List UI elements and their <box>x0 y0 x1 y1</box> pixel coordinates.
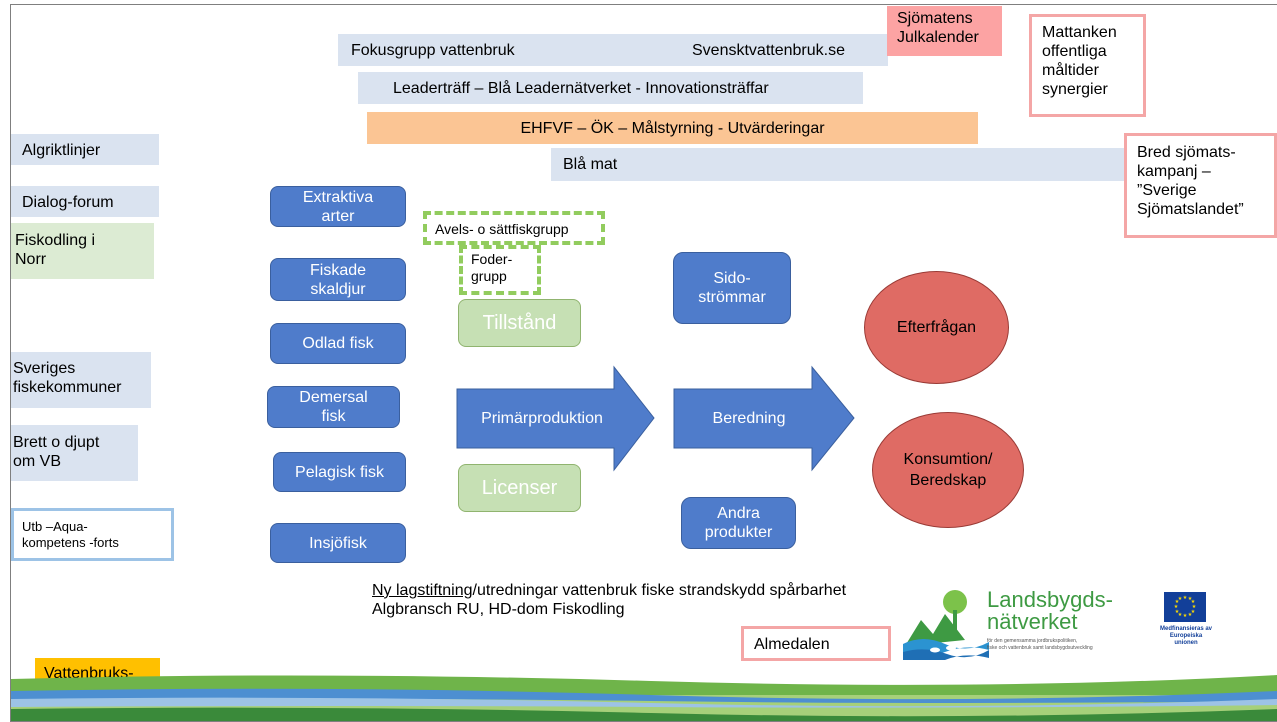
licenser-box: Licenser <box>458 464 581 512</box>
svg-text:★: ★ <box>1188 596 1193 602</box>
ehfvf-box: EHFVF – ÖK – Målstyrning - Utvärderingar <box>367 112 978 144</box>
svg-text:★: ★ <box>1178 596 1183 602</box>
fodergrupp-box: Foder- grupp <box>459 245 541 295</box>
lbn-subtitle: för den gemensamma jordbrukspolitiken, f… <box>987 638 1093 651</box>
eu-logo: ★★★ ★★★ ★★★ ★★★ Medfinansieras av Europe… <box>1159 592 1249 662</box>
almedalen-label: Almedalen <box>754 636 830 653</box>
insjofisk-box: Insjöfisk <box>270 523 406 563</box>
lagstiftning-rest: /utredningar vattenbruk fiske strandskyd… <box>472 582 847 599</box>
avels-sattfiskgrupp-label: Avels- o sättfiskgrupp <box>435 221 569 237</box>
svg-text:★: ★ <box>1175 609 1180 615</box>
utb-aquakompetens-box: Utb –Aqua- kompetens -forts <box>11 508 174 561</box>
tillstand-box: Tillstånd <box>458 299 581 347</box>
flow-arrows <box>456 365 855 472</box>
brett-djupt-box: Brett o djupt om VB <box>11 425 138 481</box>
ehfvf-label: EHFVF – ÖK – Målstyrning - Utvärderingar <box>520 120 825 137</box>
svg-text:★: ★ <box>1192 604 1197 610</box>
fiskodling-norr-box: Fiskodling i Norr <box>11 223 154 279</box>
svg-text:★: ★ <box>1191 599 1196 605</box>
landsbygdsnatverket-emblem-icon <box>903 590 989 660</box>
slide: Fokusgrupp vattenbruk Svensktvattenbruk.… <box>10 4 1277 722</box>
bla-mat-label: Blå mat <box>563 156 618 173</box>
extraktiva-arter-box: Extraktiva arter <box>270 186 406 227</box>
sjomatens-julkalender: Sjömatens Julkalender <box>887 6 1002 56</box>
fokusgrupp-label: Fokusgrupp vattenbruk <box>351 42 515 59</box>
leader-label: Leaderträff – Blå Leadernätverket - Inno… <box>393 80 769 97</box>
ny-lagstiftning-link[interactable]: Ny lagstiftning <box>372 582 473 599</box>
primarproduktion-arrow <box>456 365 655 472</box>
eu-caption: Medfinansieras av Europeiska unionen <box>1159 626 1213 646</box>
svg-text:★: ★ <box>1183 613 1188 619</box>
svg-text:★: ★ <box>1175 599 1180 605</box>
efterfragan-ellipse: Efterfrågan <box>864 271 1009 384</box>
bla-mat-box: Blå mat <box>551 148 1146 181</box>
algbransch-line: Algbransch RU, HD-dom Fiskodling <box>372 601 625 618</box>
fokusgrupp-box: Fokusgrupp vattenbruk Svensktvattenbruk.… <box>338 34 888 66</box>
svg-text:★: ★ <box>1174 604 1179 610</box>
odlad-fisk-box: Odlad fisk <box>270 323 406 364</box>
pelagisk-fisk-box: Pelagisk fisk <box>273 452 406 492</box>
lbn-title-1: Landsbygds- <box>987 587 1113 612</box>
landsbygdsnatverket-logo: Landsbygds- nätverket för den gemensamma… <box>903 588 1153 668</box>
primarproduktion-label: Primärproduktion <box>481 410 603 427</box>
svg-text:★: ★ <box>1178 612 1183 618</box>
dialog-forum-label: Dialog-forum <box>22 194 114 211</box>
eu-flag-icon: ★★★ ★★★ ★★★ ★★★ <box>1164 592 1206 622</box>
beredning-arrow <box>673 365 855 472</box>
beredning-label: Beredning <box>712 410 786 427</box>
algriktlinjer-label: Algriktlinjer <box>22 142 101 159</box>
sveriges-fiskekommuner-box: Sveriges fiskekommuner <box>11 352 151 408</box>
lagstiftning-text: Ny lagstiftning/utredningar vattenbruk f… <box>372 581 932 619</box>
mattanken-box: Mattanken offentliga måltider synergier <box>1029 14 1146 117</box>
fiskade-skaldjur-box: Fiskade skaldjur <box>270 258 406 301</box>
sidostrommar-box: Sido- strömmar <box>673 252 791 324</box>
leader-box: Leaderträff – Blå Leadernätverket - Inno… <box>358 72 863 104</box>
algriktlinjer-box: Algriktlinjer <box>11 134 159 165</box>
almedalen-box: Almedalen <box>741 626 891 661</box>
svensktvattenbruk-label: Svensktvattenbruk.se <box>692 42 845 59</box>
sjomatskampanj-box: Bred sjömats- kampanj – ”Sverige Sjömats… <box>1124 133 1277 238</box>
konsumtion-beredskap-ellipse: Konsumtion/ Beredskap <box>872 412 1024 528</box>
svg-text:★: ★ <box>1191 609 1196 615</box>
andra-produkter-box: Andra produkter <box>681 497 796 549</box>
lbn-title-2: nätverket <box>987 609 1078 634</box>
svg-text:★: ★ <box>1188 612 1193 618</box>
demersal-fisk-box: Demersal fisk <box>267 386 400 428</box>
dialog-forum-box: Dialog-forum <box>11 186 159 217</box>
svg-text:★: ★ <box>1183 595 1188 601</box>
landscape-band <box>11 675 1277 721</box>
avels-sattfiskgrupp-box: Avels- o sättfiskgrupp <box>423 211 605 245</box>
